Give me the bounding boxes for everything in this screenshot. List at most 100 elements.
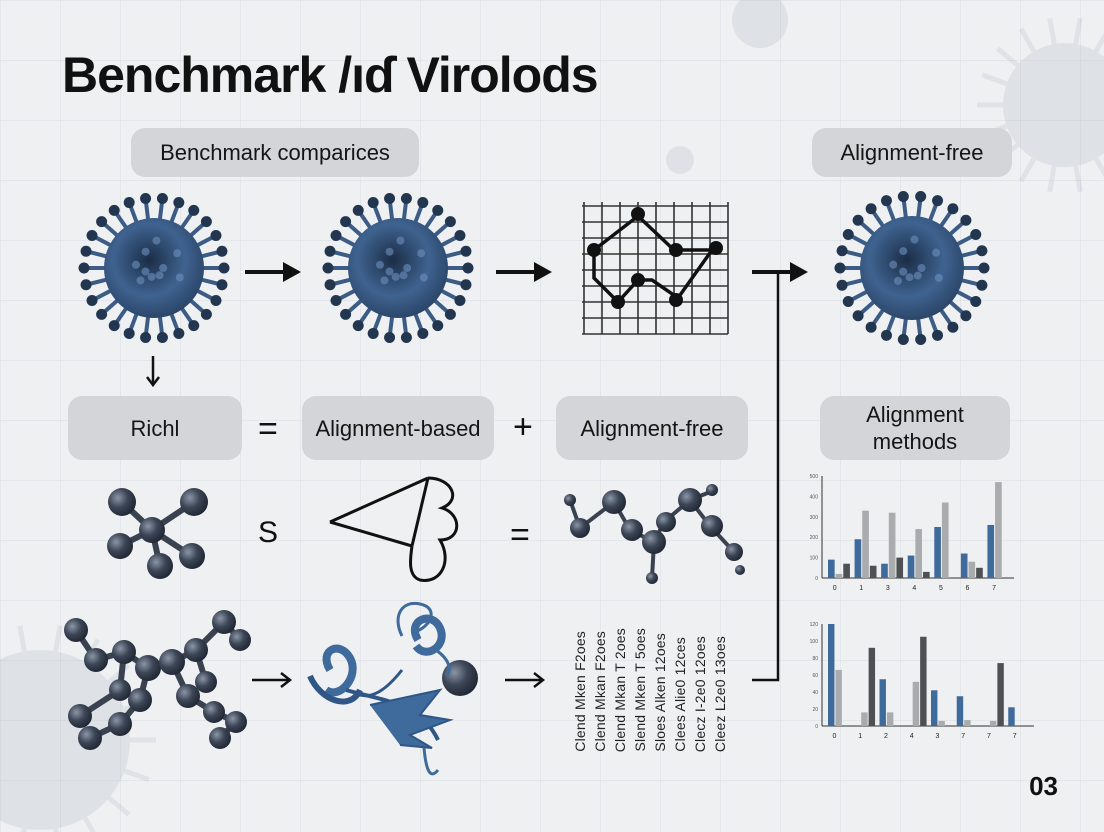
y-tick-label: 100 — [810, 639, 819, 645]
sequence-label: Slend Mken T 5oes — [632, 628, 648, 752]
alignment-methods-label: Alignment methods — [820, 396, 1010, 460]
y-tick-label: 200 — [810, 535, 819, 541]
bar — [968, 561, 976, 578]
bar — [989, 720, 997, 726]
y-tick-label: 400 — [810, 494, 819, 500]
y-tick-label: 0 — [815, 724, 818, 730]
bar — [896, 557, 904, 578]
bar — [843, 563, 850, 578]
bar — [915, 529, 922, 578]
bar — [931, 690, 938, 726]
x-tick-label: 7 — [987, 733, 991, 740]
page-title: Benchmark /ıɗ Virolods — [62, 47, 599, 103]
equals-symbol: = — [258, 410, 278, 448]
x-tick-label: 7 — [992, 585, 996, 592]
bar — [923, 571, 930, 578]
equals-symbol-2: = — [510, 516, 530, 554]
bar — [868, 647, 876, 726]
bar — [835, 669, 842, 726]
x-tick-label: 4 — [910, 733, 914, 740]
bar — [976, 567, 983, 578]
y-tick-label: 100 — [810, 556, 819, 562]
bar — [854, 539, 862, 578]
bar — [995, 482, 1002, 578]
bar — [886, 712, 894, 726]
y-tick-label: 500 — [810, 474, 819, 480]
x-tick-label: 3 — [935, 733, 939, 740]
bar — [941, 502, 949, 578]
bar — [920, 636, 927, 726]
y-tick-label: 20 — [812, 707, 818, 713]
sequence-label: Clend Mken F2oes — [572, 631, 588, 752]
sequence-label: Sloes Alken 12oes — [652, 633, 668, 752]
sequence-label: Clend Mkan F2oes — [592, 631, 608, 752]
bar — [862, 510, 869, 578]
bar — [869, 565, 877, 578]
molecule-icon-chain — [564, 484, 745, 584]
virus-icon-1 — [78, 193, 230, 343]
x-tick-label: 6 — [966, 585, 970, 592]
sequence-label: Clecz I-2e0 12oes — [692, 635, 708, 752]
page-number: 03 — [1029, 771, 1058, 801]
virus-icon-2 — [322, 193, 474, 343]
richl-label: Richl — [68, 396, 242, 460]
bar — [881, 563, 888, 578]
cone-outline-icon — [329, 476, 459, 582]
bar — [960, 553, 968, 578]
bar — [964, 720, 971, 726]
bar — [907, 555, 915, 578]
bar-chart-bottom: 0 20 40 60 80 100 120 0 1 2 4 3 7 7 7 — [810, 622, 1034, 740]
bar — [828, 559, 835, 578]
y-tick-label: 300 — [810, 515, 819, 521]
x-tick-label: 7 — [961, 733, 965, 740]
bar — [879, 679, 886, 726]
bar — [1008, 707, 1015, 726]
virus-illustrations — [78, 191, 990, 345]
sequence-label: Clees Alie0 12ces — [672, 637, 688, 752]
grid-line-plot-icon — [582, 202, 729, 335]
plus-symbol: + — [513, 408, 533, 446]
bar — [888, 512, 896, 578]
x-tick-label: 7 — [1013, 733, 1017, 740]
bar — [912, 681, 920, 726]
molecule-icon-large — [64, 610, 251, 750]
bar-chart-top: 0 100 200 300 400 500 0 1 3 4 5 6 7 — [810, 474, 1014, 592]
x-tick-label: 0 — [833, 585, 837, 592]
alignment-free-mid-label: Alignment-free — [556, 396, 748, 460]
alignment-free-top-label: Alignment-free — [812, 128, 1012, 177]
molecule-icon-small — [107, 488, 208, 579]
alignment-methods-line2: methods — [872, 429, 958, 454]
bar — [987, 524, 995, 578]
alignment-methods-line1: Alignment — [866, 402, 964, 427]
bar — [934, 527, 941, 578]
x-tick-label: 1 — [859, 585, 863, 592]
x-tick-label: 5 — [939, 585, 943, 592]
sequence-label: Clend Mkan T 2oes — [612, 627, 628, 752]
protein-ribbon-icon — [307, 601, 478, 776]
bar — [997, 663, 1004, 726]
x-tick-label: 1 — [858, 733, 862, 740]
benchmark-comparisons-label: Benchmark comparices — [131, 128, 419, 177]
x-tick-label: 4 — [912, 585, 916, 592]
x-tick-label: 2 — [884, 733, 888, 740]
s-symbol: S — [258, 516, 279, 549]
bar — [956, 696, 964, 726]
alignment-based-label: Alignment-based — [302, 396, 494, 460]
bar — [835, 573, 843, 578]
y-tick-label: 80 — [812, 656, 818, 662]
x-tick-label: 0 — [832, 733, 836, 740]
x-tick-label: 3 — [886, 585, 890, 592]
bar — [828, 624, 835, 726]
bar — [861, 712, 868, 726]
y-tick-label: 120 — [810, 622, 819, 628]
y-tick-label: 60 — [812, 673, 818, 679]
bar — [938, 720, 945, 726]
y-tick-label: 0 — [815, 576, 818, 582]
sequence-label: Cleez L2e0 13oes — [712, 635, 728, 752]
virus-icon-3 — [834, 191, 990, 345]
y-tick-label: 40 — [812, 690, 818, 696]
